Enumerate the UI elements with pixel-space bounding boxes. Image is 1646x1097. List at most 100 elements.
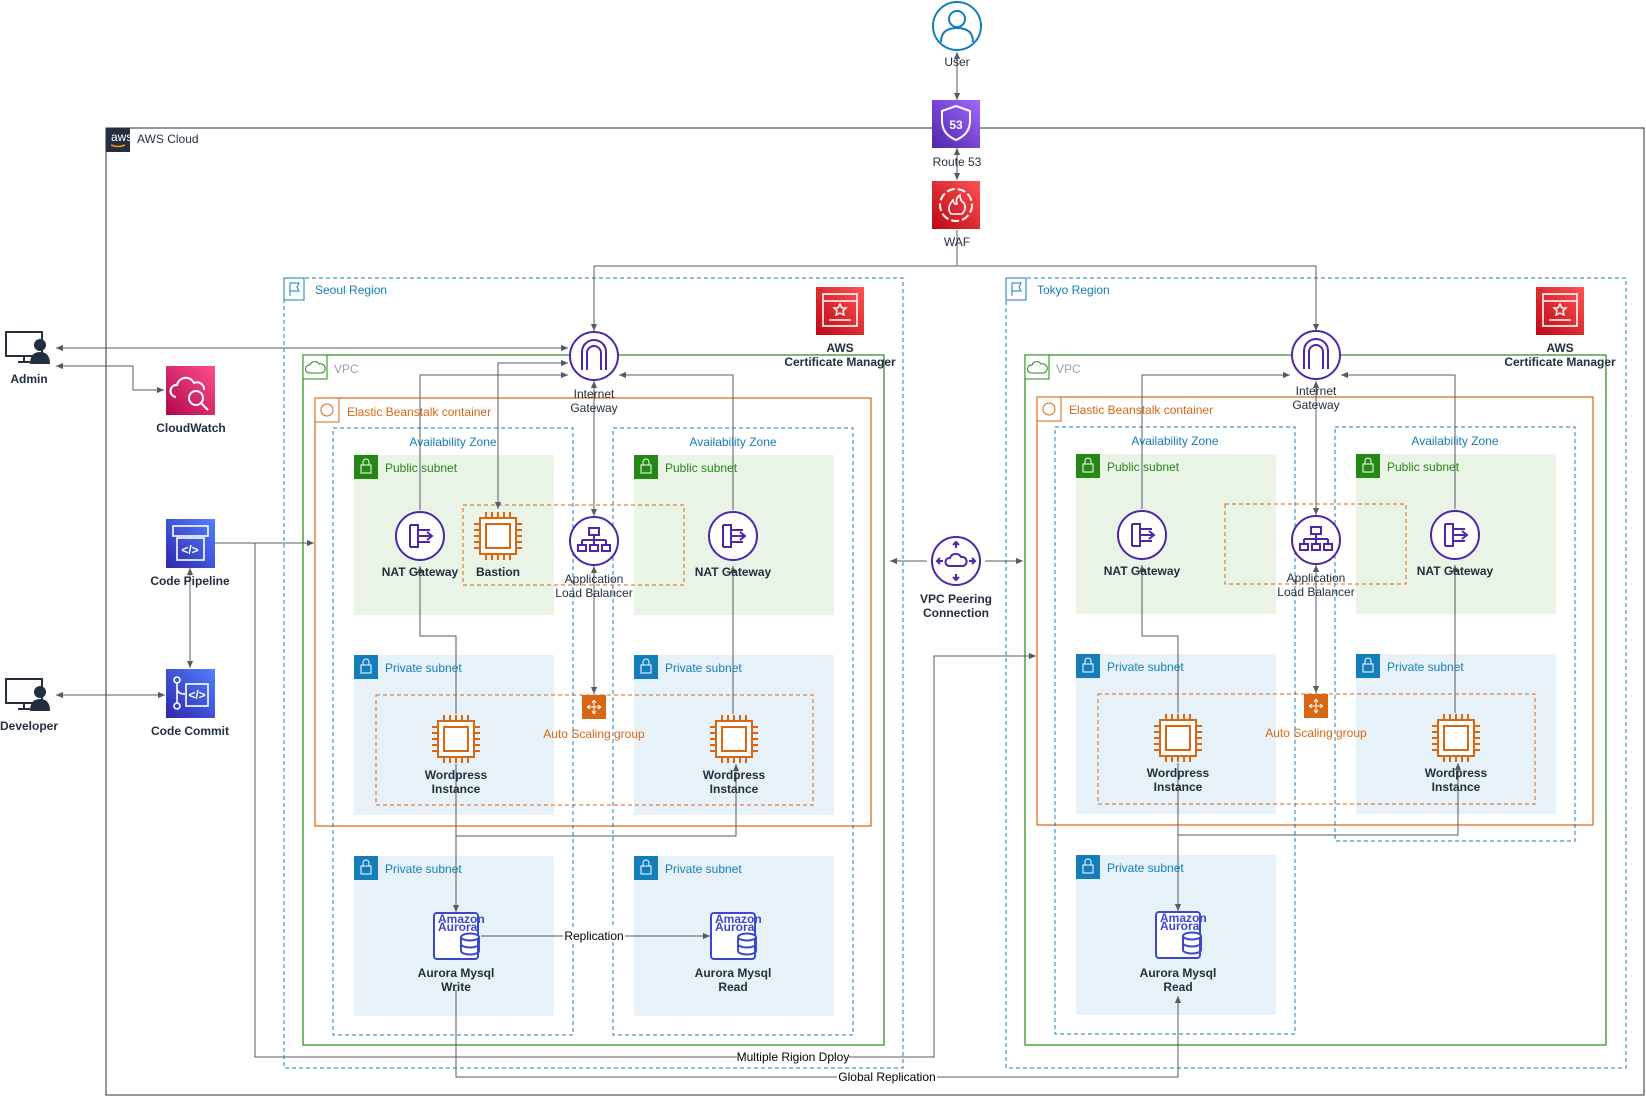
wordpress-label-line1: Wordpress xyxy=(703,768,766,782)
seoul-nat-a-igw-line xyxy=(419,371,568,510)
private-subnet-label: Private subnet xyxy=(665,862,742,876)
ec2-instance-icon xyxy=(1432,714,1480,762)
tokyo-wordpress-a-node[interactable]: Wordpress Instance xyxy=(1147,714,1210,794)
waf-seoul-igw-line xyxy=(590,265,957,331)
seoul-acm-node[interactable]: AWS Certificate Manager xyxy=(784,287,896,369)
igw-label-line1: Internet xyxy=(1296,384,1337,398)
tokyo-db-subnet-a: Private subnet xyxy=(1076,855,1276,1015)
aurora-label-line2: Read xyxy=(718,980,747,994)
internet-gateway-icon xyxy=(1291,330,1341,380)
seoul-wordpress-a-node[interactable]: Wordpress Instance xyxy=(425,715,488,796)
svg-text:Aurora: Aurora xyxy=(438,920,478,934)
tokyo-nat-b-node[interactable]: NAT Gateway xyxy=(1417,510,1494,578)
certificate-manager-icon xyxy=(816,287,864,335)
seoul-public-subnet-a: Public subnet xyxy=(354,455,554,615)
cloudwatch-node[interactable]: CloudWatch xyxy=(156,366,226,435)
tokyo-region-label: Tokyo Region xyxy=(1037,283,1110,297)
vpc-peering-label-line2: Connection xyxy=(923,606,989,620)
alb-label-line1: Application xyxy=(1287,571,1346,585)
codepipeline-label: Code Pipeline xyxy=(150,574,230,588)
wordpress-label-line2: Instance xyxy=(1432,780,1481,794)
tokyo-nat-b-igw-line xyxy=(1341,371,1456,509)
load-balancer-icon xyxy=(569,516,619,566)
tokyo-wordpress-b-node[interactable]: Wordpress Instance xyxy=(1425,714,1488,794)
codecommit-icon xyxy=(166,669,215,718)
public-subnet-label: Public subnet xyxy=(665,461,738,475)
multi-region-deploy-label: Multiple Rigion Dploy xyxy=(737,1050,850,1064)
seoul-public-dashed-box xyxy=(462,504,685,586)
seoul-nat-b-node[interactable]: NAT Gateway xyxy=(695,511,772,579)
admin-node[interactable]: Admin xyxy=(5,331,50,386)
codecommit-node[interactable]: </> Code Commit xyxy=(151,669,229,738)
igw-label-line2: Gateway xyxy=(1292,398,1339,412)
seoul-aurora-read-node[interactable]: Amazon Aurora Aurora Mysql Read xyxy=(695,912,772,994)
region-flag-icon xyxy=(1005,277,1027,301)
tokyo-igw-node[interactable]: Internet Gateway xyxy=(1291,330,1341,412)
seoul-bastion-node[interactable]: Bastion xyxy=(474,512,522,579)
svg-text:Amazon: Amazon xyxy=(438,912,485,926)
seoul-aurora-write-node[interactable]: Amazon Aurora Aurora Mysql Write xyxy=(418,912,495,994)
aws-logo-icon xyxy=(106,128,130,152)
private-subnet-label: Private subnet xyxy=(385,862,462,876)
user-node[interactable]: User xyxy=(932,1,982,69)
aurora-label-line2: Write xyxy=(441,980,471,994)
vpc-peering-icon xyxy=(931,536,981,586)
ec2-instance-icon xyxy=(432,715,480,763)
asg-label: Auto Scaling group xyxy=(1265,726,1367,740)
vpc-cloud-icon xyxy=(302,354,328,380)
beanstalk-icon xyxy=(314,397,340,423)
tokyo-wp-a-nat-line xyxy=(1138,565,1179,713)
seoul-beanstalk-label: Elastic Beanstalk container xyxy=(347,405,491,419)
svg-text:Aurora: Aurora xyxy=(715,920,755,934)
svg-text:Aurora: Aurora xyxy=(1160,919,1200,933)
seoul-db-wp-b-line xyxy=(456,764,740,837)
developer-node[interactable]: Developer xyxy=(0,678,58,733)
cloudwatch-label: CloudWatch xyxy=(156,421,226,435)
seoul-wordpress-b-node[interactable]: Wordpress Instance xyxy=(703,715,766,796)
az-label: Availability Zone xyxy=(1131,434,1218,448)
acm-label-line1: AWS xyxy=(1546,341,1573,355)
tokyo-acm-node[interactable]: AWS Certificate Manager xyxy=(1504,287,1616,369)
ec2-instance-icon xyxy=(710,715,758,763)
aws-cloud-group: aws AWS Cloud xyxy=(105,127,1645,1096)
aurora-label-line1: Aurora Mysql xyxy=(1140,966,1217,980)
private-subnet-label: Private subnet xyxy=(1107,861,1184,875)
tokyo-alb-node[interactable]: Application Load Balancer xyxy=(1277,515,1355,599)
aurora-icon: Amazon Aurora xyxy=(710,912,762,960)
seoul-alb-node[interactable]: Application Load Balancer xyxy=(555,516,633,600)
nat-gateway-icon xyxy=(395,511,445,561)
svg-text:</>: </> xyxy=(188,688,205,702)
codepipeline-node[interactable]: </> Code Pipeline xyxy=(150,519,230,588)
vpc-cloud-icon xyxy=(1024,354,1050,380)
seoul-az-a: Availability Zone xyxy=(332,427,574,1036)
route53-node[interactable]: 53 Route 53 xyxy=(932,100,982,169)
cloudwatch-icon xyxy=(166,366,215,415)
acm-label-line2: Certificate Manager xyxy=(784,355,896,369)
admin-label: Admin xyxy=(10,372,47,386)
connectors xyxy=(56,52,1462,1078)
private-subnet-label: Private subnet xyxy=(1387,660,1464,674)
waf-label: WAF xyxy=(944,235,970,249)
nat-label: NAT Gateway xyxy=(1417,564,1494,578)
nat-gateway-icon xyxy=(1117,510,1167,560)
asg-label: Auto Scaling group xyxy=(543,727,645,741)
aws-cloud-label: AWS Cloud xyxy=(137,132,199,146)
tokyo-aurora-read-node[interactable]: Amazon Aurora Aurora Mysql Read xyxy=(1140,911,1217,994)
aurora-label-line2: Read xyxy=(1163,980,1192,994)
igw-label-line2: Gateway xyxy=(570,401,617,415)
seoul-auto-scaling-group: Auto Scaling group xyxy=(375,694,814,806)
alb-label-line1: Application xyxy=(565,572,624,586)
seoul-igw-node[interactable]: Internet Gateway xyxy=(569,331,619,415)
private-subnet-label: Private subnet xyxy=(1107,660,1184,674)
seoul-bastion-igw-line xyxy=(494,359,568,509)
seoul-nat-a-node[interactable]: NAT Gateway xyxy=(382,511,459,579)
tokyo-nat-a-node[interactable]: NAT Gateway xyxy=(1104,510,1181,578)
waf-node[interactable]: WAF xyxy=(932,181,980,249)
bastion-label: Bastion xyxy=(476,565,520,579)
vpc-peering-node[interactable]: VPC Peering Connection xyxy=(920,536,992,620)
seoul-wp-a-nat-line xyxy=(416,566,457,714)
aurora-icon: Amazon Aurora xyxy=(433,912,485,960)
svg-text:Amazon: Amazon xyxy=(715,912,762,926)
certificate-manager-icon xyxy=(1536,287,1584,335)
alb-label-line2: Load Balancer xyxy=(1277,585,1354,599)
